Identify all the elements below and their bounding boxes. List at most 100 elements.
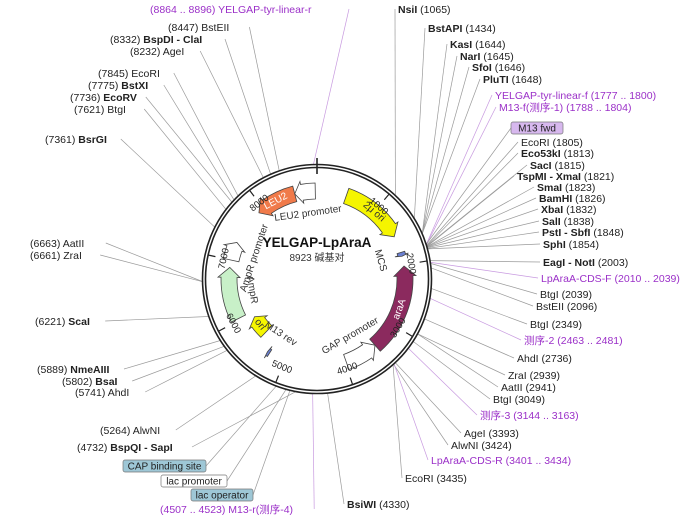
- box-label-lac-promoter: lac promoter: [166, 477, 222, 488]
- feature-2u-ori: [343, 187, 399, 238]
- leader-line: [427, 197, 537, 247]
- site-label-plutI: PluTI (1648): [483, 74, 542, 86]
- tick-mark: [383, 194, 390, 201]
- feature-label-mcs: MCS: [372, 248, 389, 273]
- site-label-bsteii-8447: (8447) BstEII: [168, 22, 229, 34]
- plasmid-size: 8923 碱基对: [289, 251, 344, 264]
- site-label-bsai: (5802) BsaI: [62, 376, 118, 388]
- site-label-agei-3393: AgeI (3393): [464, 428, 519, 440]
- leader-line: [422, 55, 458, 233]
- site-label-psti: PstI - SbfI (1848): [542, 227, 624, 239]
- site-label-bspdi: (8332) BspDI - ClaI: [110, 34, 202, 46]
- leader-line: [145, 350, 228, 393]
- feature-ampr-promoter: [222, 242, 246, 263]
- leader-line: [427, 220, 540, 248]
- leader-line: [105, 242, 203, 282]
- site-label-sphi: SphI (1854): [543, 239, 599, 251]
- box-label-lac-operator: lac operator: [196, 491, 249, 502]
- leader-line: [430, 262, 539, 279]
- leader-line: [199, 50, 264, 178]
- leader-line: [173, 72, 239, 196]
- box-lac-operator: [190, 488, 254, 502]
- leader-line: [427, 243, 541, 250]
- site-label-lpara-f: LpAraA-CDS-F (2010 .. 2039): [541, 273, 680, 285]
- site-label-ecori-3435: EcoRI (3435): [405, 473, 467, 485]
- site-label-bsrgi: (7361) BsrGI: [45, 134, 107, 146]
- site-label-ahdi-5741: (5741) AhdI: [75, 387, 129, 399]
- feature-leu2-promoter: [294, 180, 316, 205]
- leader-line: [249, 26, 280, 171]
- leader-line: [422, 66, 470, 234]
- leader-line: [427, 231, 540, 249]
- leader-line: [143, 108, 226, 210]
- box-cap-site: [122, 459, 207, 473]
- leader-line: [426, 94, 493, 245]
- tick-mark: [405, 332, 413, 337]
- leader-line: [132, 346, 224, 382]
- feature-label-m13-rev: M13 rev: [262, 320, 298, 349]
- site-label-bsteii-2096: BstEII (2096): [536, 301, 597, 313]
- site-label-sfoi: SfoI (1646): [472, 62, 525, 74]
- site-label-bamhi: BamHI (1826): [539, 193, 606, 205]
- site-label-bstxi: (7775) BstXI: [88, 80, 148, 92]
- label-leader-lines: [100, 8, 541, 510]
- leader-line: [431, 288, 528, 325]
- tick-mark: [275, 375, 280, 383]
- site-label-scai: (6221) ScaI: [35, 316, 90, 328]
- site-label-nmeaiii: (5889) NmeAIII: [37, 364, 109, 376]
- leader-line: [191, 391, 296, 448]
- site-label-saci: SacI (1815): [530, 160, 585, 172]
- box-lac-promoter: [160, 474, 228, 488]
- leader-line: [427, 175, 515, 247]
- feature-ampr: [216, 266, 247, 323]
- site-label-aatii-6663: (6663) AatII: [30, 238, 84, 250]
- site-label-tspmi: TspMI - XmaI (1821): [517, 171, 614, 183]
- leader-line: [205, 386, 277, 467]
- leader-line: [426, 127, 512, 245]
- leader-line: [421, 43, 448, 233]
- site-label-ecorv: (7736) EcoRV: [70, 92, 137, 104]
- feature-m13-rev: [263, 346, 273, 359]
- site-label-bspqi: (4732) BspQI - SapI: [77, 442, 173, 454]
- leader-line: [430, 263, 538, 295]
- leader-line: [145, 96, 232, 203]
- box-m13-fwd: [510, 121, 564, 135]
- site-label-ahdi-2736: AhdI (2736): [517, 353, 572, 365]
- backbone-inner-circle: [204, 166, 430, 392]
- leader-line: [226, 389, 287, 482]
- tick-mark: [419, 260, 427, 263]
- site-label-eco53ki: Eco53kI (1813): [521, 148, 594, 160]
- leader-line: [414, 27, 426, 218]
- site-label-m13r-4: (4507 .. 4523) M13-r(测序-4): [160, 503, 293, 516]
- leader-line: [224, 38, 271, 174]
- site-label-xbai: XbaI (1832): [541, 204, 596, 216]
- leader-line: [424, 318, 515, 359]
- leader-line: [426, 106, 497, 245]
- site-label-m13f-1: M13-f(测序-1) (1788 .. 1804): [499, 101, 631, 114]
- site-label-lpara-r: LpAraA-CDS-R (3401 .. 3434): [431, 455, 571, 467]
- leader-line: [430, 260, 541, 263]
- site-label-nari: NarI (1645): [460, 51, 514, 63]
- leader-line: [395, 362, 462, 434]
- leader-line: [408, 348, 478, 416]
- tick-label: 5000: [270, 358, 294, 376]
- leader-line: [105, 316, 209, 322]
- leader-line: [312, 393, 315, 510]
- site-label-alwni-5264: (5264) AlwNI: [100, 425, 160, 437]
- leader-line: [431, 267, 534, 307]
- site-label-bsiwi: BsiWI (4330): [347, 499, 409, 511]
- leader-line: [393, 364, 429, 461]
- box-label-m13-fwd: M13 fwd: [518, 124, 556, 135]
- site-label-seq3: 测序-3 (3144 .. 3163): [480, 409, 579, 422]
- tick-mark: [349, 377, 354, 385]
- leader-line: [163, 84, 235, 200]
- leader-line: [427, 208, 539, 248]
- feature-gap-promoter: [343, 341, 376, 371]
- leader-line: [313, 8, 350, 165]
- leader-line: [430, 298, 522, 341]
- site-label-btgi-2349: BtgI (2349): [530, 319, 582, 331]
- leader-line: [427, 186, 535, 247]
- leader-line: [426, 164, 528, 247]
